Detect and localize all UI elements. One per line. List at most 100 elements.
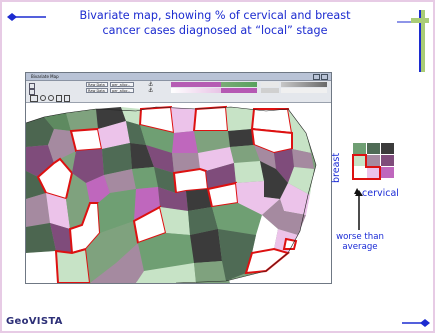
zoom-out-icon[interactable] xyxy=(48,95,54,101)
county[interactable] xyxy=(282,237,298,250)
x-field-dropdown[interactable]: per_alloc.. xyxy=(110,82,134,87)
legend-breast-label: breast xyxy=(331,152,342,183)
county[interactable] xyxy=(186,189,212,211)
county[interactable] xyxy=(280,183,310,215)
x-variable-dropdown[interactable]: Raw Data xyxy=(86,82,108,87)
county[interactable] xyxy=(254,145,276,169)
county[interactable] xyxy=(136,263,196,283)
county[interactable] xyxy=(26,223,56,253)
county[interactable] xyxy=(130,143,154,169)
county[interactable] xyxy=(26,193,50,227)
fullextent-icon[interactable] xyxy=(64,95,70,102)
legend-cell xyxy=(381,155,394,166)
county[interactable] xyxy=(244,247,291,275)
county[interactable] xyxy=(26,117,54,147)
county[interactable] xyxy=(234,161,264,183)
county[interactable] xyxy=(86,175,110,203)
y-variable-dropdown[interactable]: Raw Data xyxy=(86,88,108,93)
pan-icon[interactable] xyxy=(56,95,62,102)
county[interactable] xyxy=(194,261,230,283)
window-toolbar: Raw Data per_alloc.. ⚓ Raw Data per_allo… xyxy=(26,81,331,103)
county[interactable] xyxy=(154,167,176,193)
county[interactable] xyxy=(96,107,126,129)
county[interactable] xyxy=(121,107,141,125)
county[interactable] xyxy=(69,127,104,153)
legend-arrow-icon: ▲ xyxy=(354,186,361,195)
legend-cell xyxy=(367,167,380,178)
county[interactable] xyxy=(288,109,311,153)
county[interactable] xyxy=(236,181,280,215)
map-view[interactable] xyxy=(26,103,331,283)
county[interactable] xyxy=(48,129,76,163)
county[interactable] xyxy=(46,193,70,229)
county[interactable] xyxy=(138,233,194,271)
county[interactable] xyxy=(158,187,188,211)
toolbar-checkbox[interactable] xyxy=(29,83,35,89)
geovista-logo: GeoVISTA xyxy=(6,316,63,327)
county[interactable] xyxy=(98,189,136,233)
y-field-dropdown[interactable]: per_alloc.. xyxy=(110,88,134,93)
county[interactable] xyxy=(171,107,196,133)
county[interactable] xyxy=(230,145,260,163)
county[interactable] xyxy=(228,129,254,147)
legend-cell xyxy=(367,155,380,166)
county[interactable] xyxy=(66,109,98,131)
toolbar-checkbox[interactable] xyxy=(29,89,35,95)
county[interactable] xyxy=(172,153,200,173)
county[interactable] xyxy=(212,203,262,235)
county[interactable] xyxy=(102,143,132,175)
county[interactable] xyxy=(104,169,136,193)
window-restore-icon[interactable] xyxy=(313,74,320,80)
county[interactable] xyxy=(90,243,144,283)
county[interactable] xyxy=(26,171,46,199)
county[interactable] xyxy=(160,207,190,235)
bivariate-legend xyxy=(352,143,395,180)
county[interactable] xyxy=(198,147,234,171)
anchor-icon[interactable]: ⚓ xyxy=(148,81,154,88)
anchor-icon[interactable]: ⚓ xyxy=(148,87,154,94)
color-ramp-swatch xyxy=(221,88,257,93)
dropdown-value: per_alloc.. xyxy=(112,89,130,93)
county[interactable] xyxy=(206,163,236,189)
top-left-ornament xyxy=(7,13,46,21)
color-ramp-swatch xyxy=(261,82,279,87)
county[interactable] xyxy=(86,221,138,283)
county[interactable] xyxy=(226,107,254,131)
color-ramp-swatch xyxy=(281,82,327,87)
top-right-ornament xyxy=(397,10,429,72)
county[interactable] xyxy=(192,105,230,132)
county[interactable] xyxy=(132,167,158,189)
county[interactable] xyxy=(260,161,288,199)
worse-than-average-outline xyxy=(352,154,381,180)
county[interactable] xyxy=(172,167,210,195)
legend-cell xyxy=(353,155,366,166)
county[interactable] xyxy=(26,251,58,283)
color-ramp-swatch xyxy=(221,82,257,87)
county[interactable] xyxy=(172,131,198,153)
county[interactable] xyxy=(146,145,174,173)
select-tool-icon[interactable] xyxy=(30,95,38,102)
county[interactable] xyxy=(44,113,71,131)
zoom-in-icon[interactable] xyxy=(40,95,46,101)
county[interactable] xyxy=(72,149,104,183)
legend-cell xyxy=(381,167,394,178)
legend-cell xyxy=(353,167,366,178)
county[interactable] xyxy=(288,167,314,195)
county[interactable] xyxy=(188,207,218,235)
county[interactable] xyxy=(194,131,230,153)
county[interactable] xyxy=(252,215,278,253)
county[interactable] xyxy=(134,187,160,221)
county[interactable] xyxy=(98,121,130,149)
county[interactable] xyxy=(274,149,294,183)
pennsylvania-county-map[interactable] xyxy=(26,103,331,283)
county[interactable] xyxy=(292,149,314,169)
county[interactable] xyxy=(50,223,72,253)
window-close-icon[interactable] xyxy=(321,74,328,80)
county[interactable] xyxy=(126,121,146,145)
county[interactable] xyxy=(54,247,92,283)
color-ramp-swatch xyxy=(171,88,221,93)
county[interactable] xyxy=(190,229,222,263)
county[interactable] xyxy=(262,199,306,235)
county[interactable] xyxy=(140,125,174,153)
